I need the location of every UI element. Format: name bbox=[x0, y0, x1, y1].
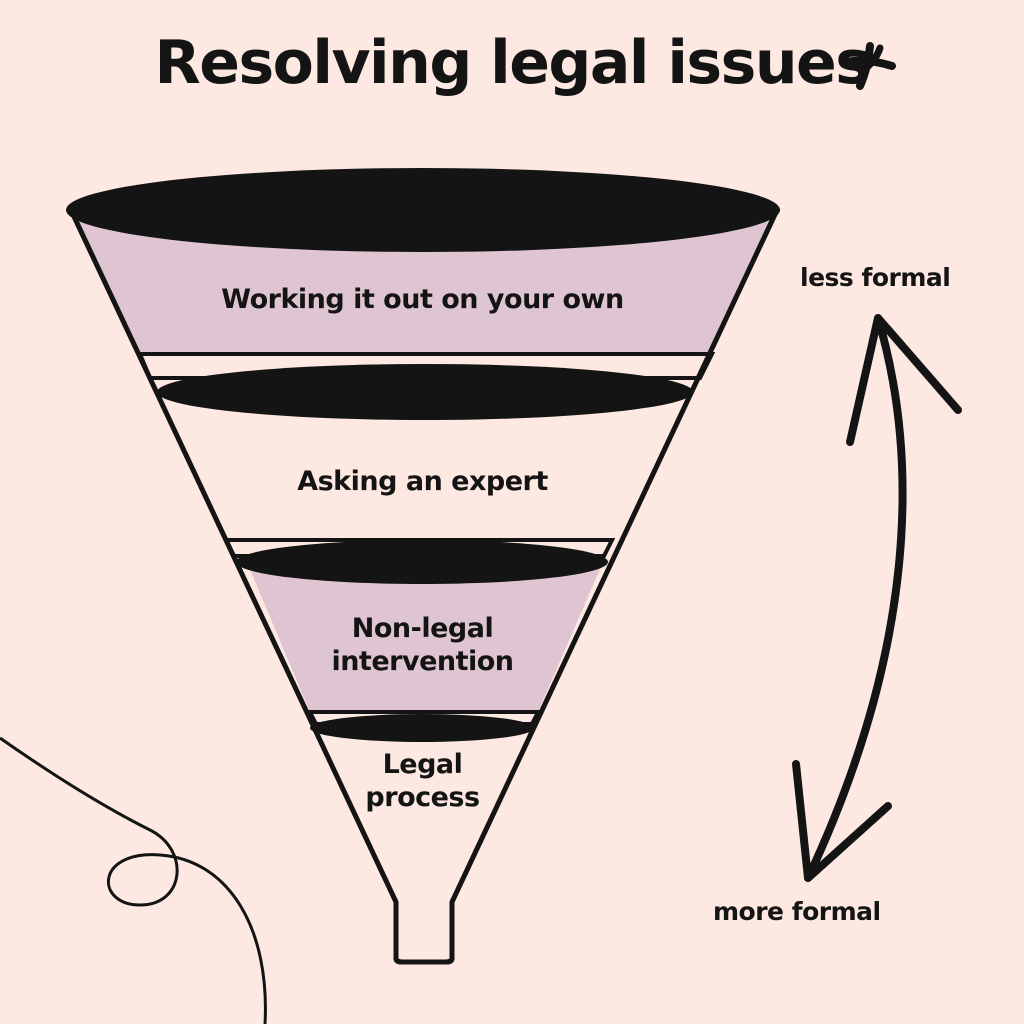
funnel-separator-3 bbox=[306, 710, 542, 742]
funnel-rim bbox=[66, 168, 780, 252]
funnel-spout bbox=[398, 904, 450, 958]
double-arrow-icon bbox=[792, 314, 962, 882]
funnel-stage-1-band bbox=[78, 222, 770, 354]
squiggle-line bbox=[0, 736, 267, 1024]
stage-label-non-legal: Non-legal intervention bbox=[331, 613, 514, 677]
funnel-stage-4-band bbox=[316, 726, 532, 902]
stage-label-asking-expert: Asking an expert bbox=[297, 466, 548, 497]
funnel-stage-3-band bbox=[246, 560, 604, 712]
axis-label-more-formal: more formal bbox=[713, 897, 881, 926]
funnel-stage-2-band bbox=[160, 392, 688, 540]
stage-label-working-it-out: Working it out on your own bbox=[221, 284, 624, 315]
funnel-separator-1 bbox=[137, 352, 716, 420]
sparkle-icon bbox=[842, 42, 896, 90]
axis-label-less-formal: less formal bbox=[800, 263, 951, 292]
stage-label-legal-process: Legal process bbox=[365, 749, 480, 813]
diagram-title: Resolving legal issues bbox=[154, 28, 871, 98]
funnel-separator-2 bbox=[222, 538, 616, 584]
